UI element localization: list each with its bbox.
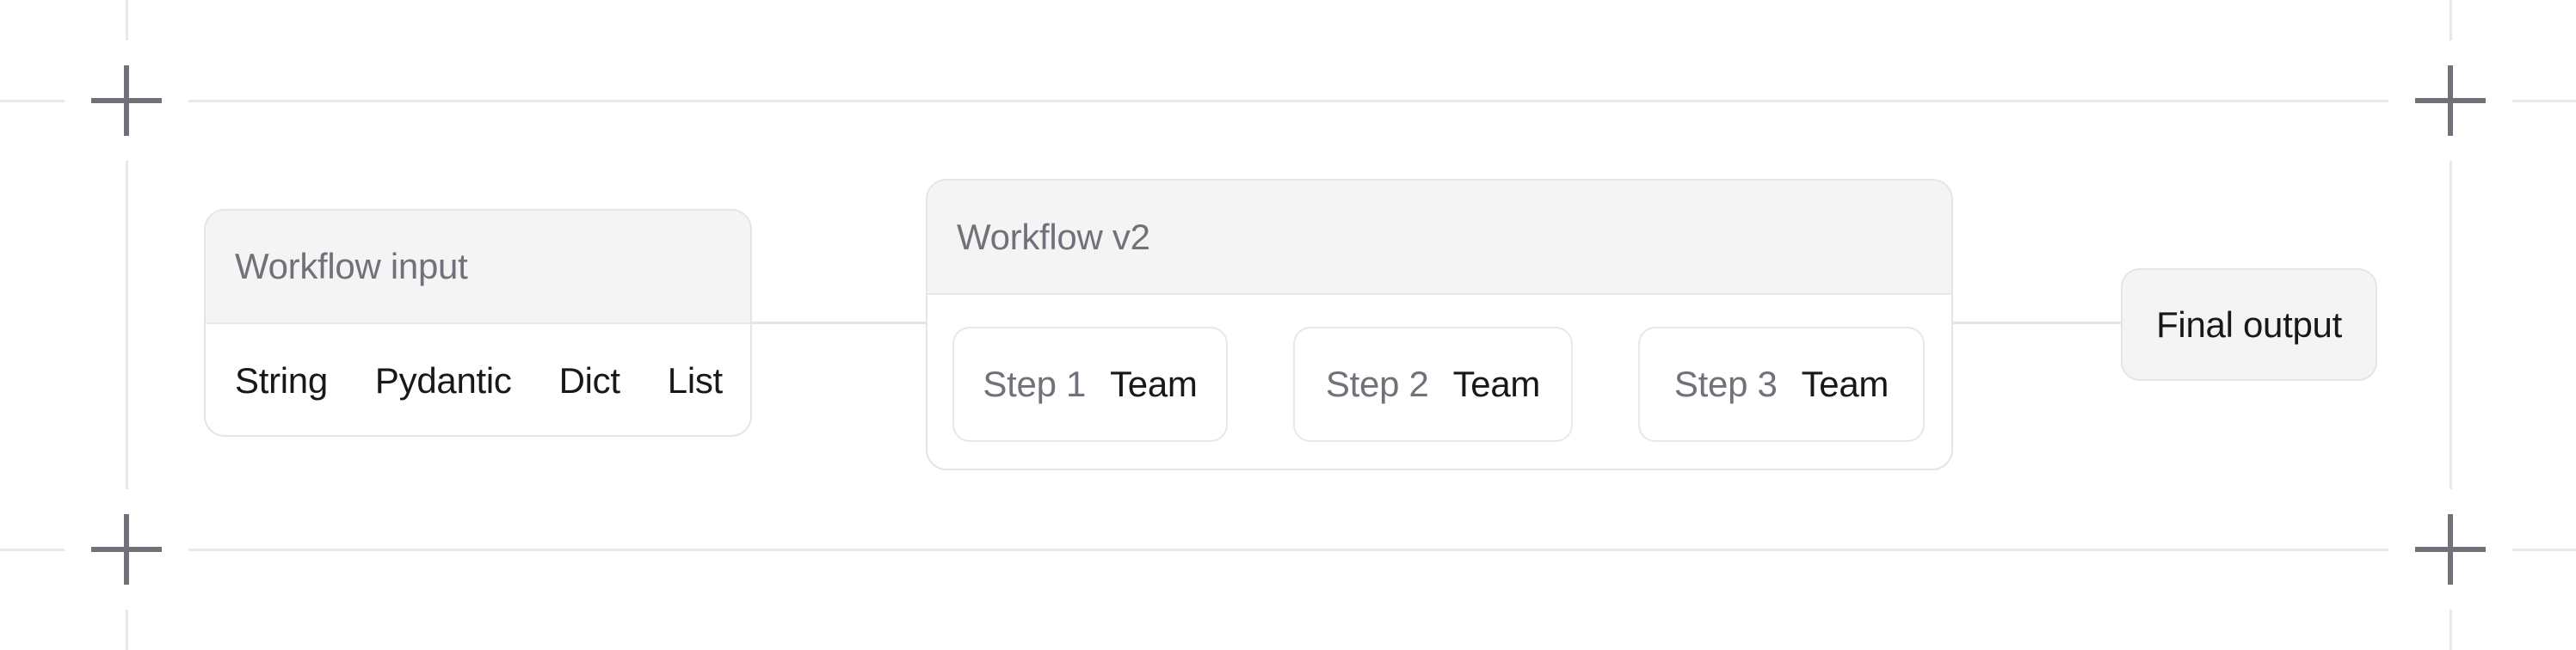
- workflow-input-title: Workflow input: [235, 246, 468, 286]
- crosshair-icon: [2415, 65, 2486, 136]
- step-type: Team: [1110, 364, 1198, 404]
- guide-line-left-bottom-segment: [126, 610, 128, 650]
- guide-line-bottom-left-segment: [0, 549, 65, 551]
- crosshair-icon: [2415, 514, 2486, 585]
- step-card-2: Step 2 Team: [1293, 327, 1573, 442]
- guide-line-right-middle-segment: [2450, 161, 2452, 489]
- connector-input-to-workflow: [750, 322, 927, 324]
- workflow-input-header: Workflow input: [206, 211, 750, 324]
- guide-line-right-top-segment: [2450, 0, 2452, 40]
- crosshair-vertical-bar: [2448, 65, 2453, 136]
- final-output-node: Final output: [2121, 268, 2377, 381]
- guide-line-top-middle-segment: [188, 100, 2388, 102]
- workflow-v2-header: Workflow v2: [927, 181, 1951, 295]
- crosshair-icon: [91, 514, 162, 585]
- guide-line-top-left-segment: [0, 100, 65, 102]
- step-type: Team: [1801, 364, 1889, 404]
- guide-line-top-right-segment: [2512, 100, 2576, 102]
- step-card-1: Step 1 Team: [952, 327, 1228, 442]
- input-type-item: Dict: [558, 359, 620, 401]
- guide-line-left-middle-segment: [126, 161, 128, 489]
- step-label: Step 3: [1673, 364, 1778, 404]
- guide-line-bottom-middle-segment: [188, 549, 2388, 551]
- input-type-item: Pydantic: [374, 359, 512, 401]
- workflow-v2-title: Workflow v2: [957, 216, 1150, 257]
- crosshair-vertical-bar: [124, 514, 129, 585]
- workflow-v2-body: Step 1 Team Step 2 Team Step 3 Team: [927, 295, 1951, 442]
- step-type: Team: [1452, 364, 1541, 404]
- guide-line-right-bottom-segment: [2450, 610, 2452, 650]
- step-card-3: Step 3 Team: [1638, 327, 1925, 442]
- input-type-item: String: [235, 359, 328, 401]
- final-output-label: Final output: [2156, 304, 2342, 345]
- step-label: Step 1: [983, 364, 1087, 404]
- connector-workflow-to-output: [1951, 322, 2123, 324]
- input-type-item: List: [667, 359, 723, 401]
- guide-line-left-top-segment: [126, 0, 128, 40]
- crosshair-vertical-bar: [124, 65, 129, 136]
- crosshair-icon: [91, 65, 162, 136]
- workflow-input-node: Workflow input String Pydantic Dict List: [204, 209, 752, 437]
- workflow-input-body: String Pydantic Dict List: [206, 324, 750, 435]
- crosshair-vertical-bar: [2448, 514, 2453, 585]
- workflow-v2-node: Workflow v2 Step 1 Team Step 2 Team Step…: [926, 179, 1953, 470]
- step-label: Step 2: [1325, 364, 1429, 404]
- guide-line-bottom-right-segment: [2512, 549, 2576, 551]
